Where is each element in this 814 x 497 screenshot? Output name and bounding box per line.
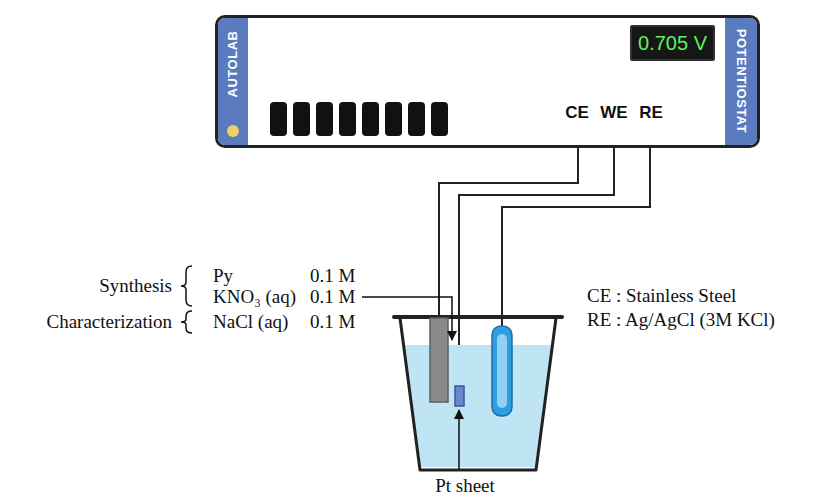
button-key — [293, 102, 310, 136]
brace — [181, 311, 192, 333]
pt-sheet-electrode — [455, 386, 464, 406]
electrode-note: RE : Ag/AgCl (3M KCl) — [587, 309, 775, 331]
electrolyte — [404, 345, 553, 467]
terminal-label: RE — [639, 103, 663, 123]
voltage-display: 0.705 V — [630, 25, 715, 61]
reagent-name: NaCl (aq) — [213, 311, 288, 333]
concentration: 0.1 M — [310, 286, 355, 308]
concentration: 0.1 M — [310, 265, 355, 287]
reference-electrode-core — [497, 334, 507, 408]
counter-electrode — [430, 318, 448, 402]
button-key — [362, 102, 379, 136]
beaker — [400, 318, 556, 470]
instrument-label: POTENTIOSTAT — [734, 29, 749, 133]
button-key — [339, 102, 356, 136]
power-led — [227, 125, 239, 137]
beaker-rim — [394, 315, 562, 319]
button-key — [316, 102, 333, 136]
terminal-label: WE — [600, 103, 627, 123]
part-label: Pt sheet — [435, 475, 495, 497]
brand-label: AUTOLAB — [226, 31, 241, 98]
concentration: 0.1 M — [310, 311, 355, 333]
button-key — [431, 102, 448, 136]
terminal-label: CE — [565, 103, 589, 123]
button-key — [385, 102, 402, 136]
display-value: 0.705 V — [638, 32, 707, 55]
brace — [181, 266, 192, 306]
button-key — [270, 102, 287, 136]
group-label: Characterization — [46, 311, 172, 333]
reference-electrode — [492, 326, 512, 416]
button-key — [408, 102, 425, 136]
reagent-name: Py — [213, 265, 233, 287]
potentiostat-box: AUTOLAB CE WE RE POTENTIOSTAT 0.705 V — [215, 15, 760, 148]
electrode-note: CE : Stainless Steel — [587, 285, 736, 307]
pt-sheet-leader — [458, 410, 460, 470]
solution-leader — [362, 297, 452, 340]
group-label: Synthesis — [99, 275, 172, 297]
reagent-name: KNO₃ (aq) — [213, 286, 296, 308]
